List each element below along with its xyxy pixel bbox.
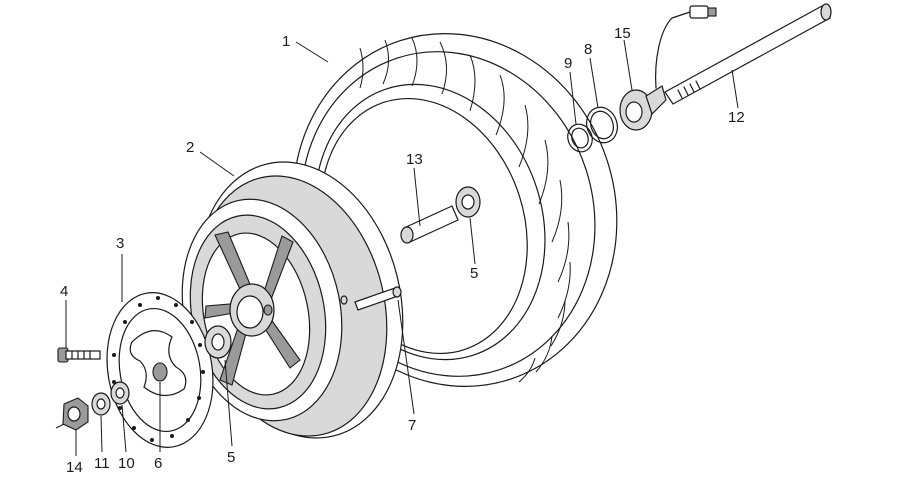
rim <box>181 161 404 439</box>
callout-2: 2 <box>186 139 194 156</box>
callout-6: 6 <box>154 455 162 472</box>
callout-11: 11 <box>94 455 110 472</box>
disc-bolt <box>57 347 101 363</box>
callout-1: 1 <box>282 33 290 50</box>
callout-4: 4 <box>60 283 68 300</box>
tire-valve <box>340 286 402 311</box>
wheel-bearing-front <box>204 325 232 359</box>
callout-15: 15 <box>614 25 631 42</box>
o-ring-small <box>567 123 593 153</box>
speedometer-drive <box>619 5 717 131</box>
washer <box>110 381 130 405</box>
callout-labels: 1 2 3 4 5 5 6 7 8 9 10 11 12 13 14 15 <box>60 25 745 476</box>
callout-5-rear: 5 <box>470 265 478 282</box>
callout-9: 9 <box>564 55 572 72</box>
callout-3: 3 <box>116 235 124 252</box>
callout-10: 10 <box>118 455 135 472</box>
front-axle <box>664 3 832 105</box>
callout-12: 12 <box>728 109 745 126</box>
axle-spacer <box>400 205 459 244</box>
callout-8: 8 <box>584 41 592 58</box>
wheel-bearing-rear <box>455 186 481 218</box>
axle-nut <box>62 397 89 431</box>
spacer-ring <box>91 392 111 416</box>
callout-14: 14 <box>66 459 83 476</box>
leader-lines <box>55 39 739 456</box>
o-ring-large <box>586 106 618 144</box>
brake-disc <box>106 292 214 448</box>
callout-7: 7 <box>408 417 416 434</box>
callout-5-front: 5 <box>227 449 235 466</box>
callout-13: 13 <box>406 151 423 168</box>
